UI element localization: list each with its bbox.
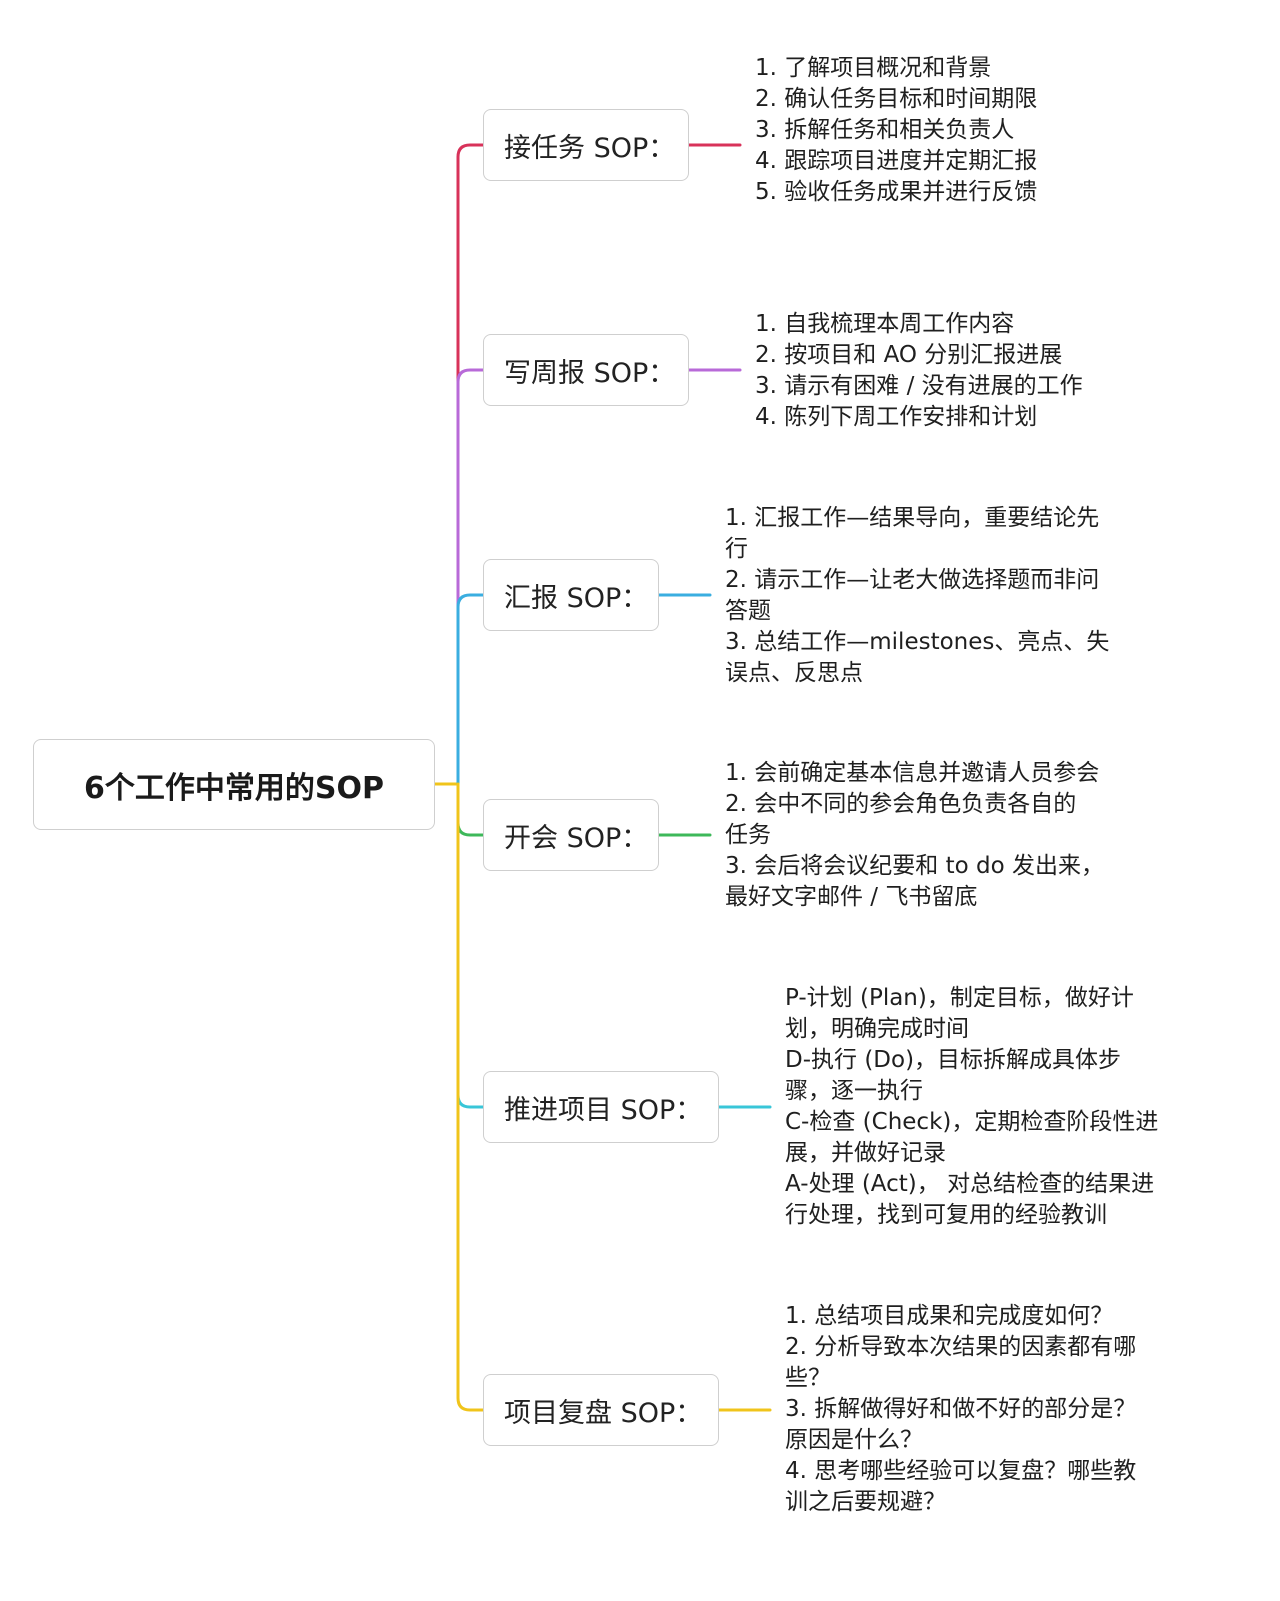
leaf-line: 行处理，找到可复用的经验教训 [785,1202,1107,1228]
leaf-line: 任务 [725,822,771,848]
branch-node-meeting: 开会 SOP： [483,799,659,871]
branch-node-project-push: 推进项目 SOP： [483,1071,719,1143]
branch-node-report: 汇报 SOP： [483,559,659,631]
branch-node-accept-task: 接任务 SOP： [483,109,689,181]
leaf-line: 1. 会前确定基本信息并邀请人员参会 [725,760,1100,786]
leaf-line: 3. 请示有困难 / 没有进展的工作 [755,373,1083,399]
leaf-text-project-push: P-计划 (Plan)，制定目标，做好计 划，明确完成时间 D-执行 (Do)，… [785,983,1158,1231]
branch-title: 接任务 SOP： [504,132,676,164]
leaf-line: 骤，逐一执行 [785,1078,923,1104]
branch-title: 推进项目 SOP： [504,1094,703,1126]
leaf-line: 1. 总结项目成果和完成度如何？ [785,1303,1114,1329]
branch-title: 项目复盘 SOP： [504,1397,703,1429]
leaf-line: D-执行 (Do)，目标拆解成具体步 [785,1047,1122,1073]
branch-node-weekly-report: 写周报 SOP： [483,334,689,406]
leaf-line: 3. 拆解做得好和做不好的部分是？ [785,1396,1137,1422]
leaf-line: 5. 验收任务成果并进行反馈 [755,179,1038,205]
leaf-line: 1. 自我梳理本周工作内容 [755,311,1015,337]
leaf-line: C-检查 (Check)，定期检查阶段性进 [785,1109,1159,1135]
leaf-text-meeting: 1. 会前确定基本信息并邀请人员参会 2. 会中不同的参会角色负责各自的 任务 … [725,758,1104,913]
leaf-line: 原因是什么？ [785,1427,923,1453]
root-node: 6个工作中常用的SOP [33,739,435,830]
branch-connector-report [456,593,485,786]
leaf-line: 训之后要规避？ [785,1489,946,1515]
leaf-line: 最好文字邮件 / 飞书留底 [725,884,978,910]
leaf-line: 4. 陈列下周工作安排和计划 [755,404,1038,430]
branch-connector-meeting [456,782,485,837]
leaf-line: A-处理 (Act)， 对总结检查的结果进 [785,1171,1155,1197]
leaf-line: 3. 拆解任务和相关负责人 [755,117,1015,143]
leaf-line: 2. 请示工作—让老大做选择题而非问 [725,567,1100,593]
branch-title: 汇报 SOP： [504,582,649,614]
leaf-line: 划，明确完成时间 [785,1016,969,1042]
leaf-line: 4. 思考哪些经验可以复盘？哪些教 [785,1458,1137,1484]
branch-connector-project-push [456,782,485,1109]
leaf-line: 1. 了解项目概况和背景 [755,55,992,81]
branch-node-project-review: 项目复盘 SOP： [483,1374,719,1446]
branch-connector-accept-task [456,143,485,786]
leaf-line: 1. 汇报工作—结果导向，重要结论先 [725,505,1100,531]
leaf-line: 些？ [785,1365,831,1391]
leaf-line: 3. 会后将会议纪要和 to do 发出来， [725,853,1104,879]
leaf-line: 2. 会中不同的参会角色负责各自的 [725,791,1077,817]
root-title: 6个工作中常用的SOP [84,770,384,806]
leaf-text-weekly-report: 1. 自我梳理本周工作内容 2. 按项目和 AO 分别汇报进展 3. 请示有困难… [755,309,1083,433]
leaf-line: 2. 分析导致本次结果的因素都有哪 [785,1334,1137,1360]
leaf-text-accept-task: 1. 了解项目概况和背景 2. 确认任务目标和时间期限 3. 拆解任务和相关负责… [755,53,1037,208]
leaf-line: 展，并做好记录 [785,1140,946,1166]
leaf-text-project-review: 1. 总结项目成果和完成度如何？ 2. 分析导致本次结果的因素都有哪 些？ 3.… [785,1301,1136,1518]
leaf-line: 3. 总结工作—milestones、亮点、失 [725,629,1110,655]
leaf-line: 行 [725,536,748,562]
leaf-line: 2. 确认任务目标和时间期限 [755,86,1038,112]
leaf-line: 误点、反思点 [725,660,863,686]
branch-connector-project-review [456,782,485,1412]
branch-title: 写周报 SOP： [504,357,676,389]
leaf-text-report: 1. 汇报工作—结果导向，重要结论先 行 2. 请示工作—让老大做选择题而非问 … [725,503,1109,689]
leaf-line: 答题 [725,598,771,624]
leaf-line: 2. 按项目和 AO 分别汇报进展 [755,342,1063,368]
leaf-line: 4. 跟踪项目进度并定期汇报 [755,148,1038,174]
leaf-line: P-计划 (Plan)，制定目标，做好计 [785,985,1134,1011]
branch-connector-weekly-report [456,368,485,786]
branch-title: 开会 SOP： [504,822,649,854]
